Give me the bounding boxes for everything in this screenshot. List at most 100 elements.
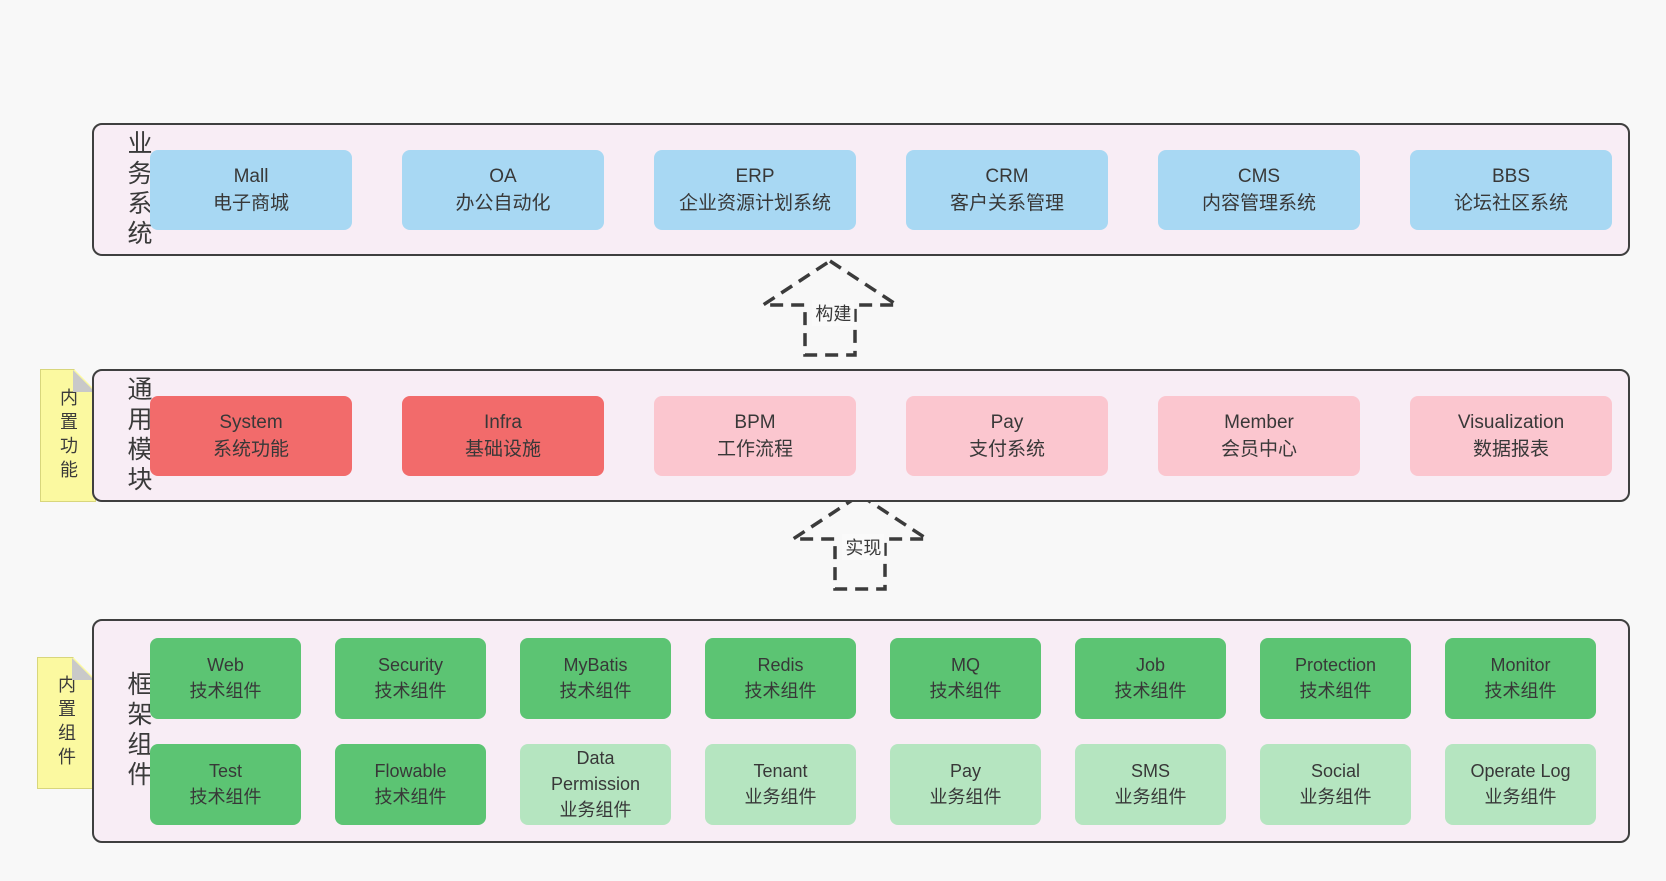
box-title: MQ — [951, 655, 980, 675]
build-arrow-label: 构建 — [812, 300, 855, 326]
box-tenant: Tenant 业务组件 — [705, 743, 856, 825]
box-title: Member — [1224, 411, 1294, 433]
box-title: Redis — [757, 655, 804, 675]
sticky-note-builtin-components: 内置组件 — [37, 657, 95, 789]
box-test: Test 技术组件 — [150, 743, 301, 825]
box-subtitle: 技术组件 — [559, 681, 632, 701]
box-title: Job — [1135, 655, 1166, 675]
box-bpm: BPM 工作流程 — [654, 395, 856, 476]
box-subtitle: 论坛社区系统 — [1453, 192, 1568, 214]
box-title: System — [219, 411, 283, 433]
box-data-permission: Data Permission 业务组件 — [520, 743, 671, 825]
box-subtitle: 会员中心 — [1220, 438, 1297, 460]
box-subtitle: 技术组件 — [1114, 681, 1187, 701]
box-title: Infra — [483, 411, 523, 433]
implement-arrow-label: 实现 — [842, 534, 885, 560]
box-subtitle: 业务组件 — [929, 787, 1002, 807]
tech-components-row: Web 技术组件 Security 技术组件 MyBatis 技术组件 Redi… — [150, 637, 1596, 719]
box-title: Mall — [233, 165, 269, 187]
box-oa: OA 办公自动化 — [402, 149, 604, 230]
sticky-note-label: 内置功能 — [58, 387, 78, 484]
box-operate-log: Operate Log 业务组件 — [1445, 743, 1596, 825]
biz-components-row: Test 技术组件 Flowable 技术组件 Data Permission … — [150, 743, 1596, 825]
box-job: Job 技术组件 — [1075, 637, 1226, 719]
layer-label: 框架组件 — [124, 671, 152, 791]
box-visualization: Visualization 数据报表 — [1410, 395, 1612, 476]
box-protection: Protection 技术组件 — [1260, 637, 1411, 719]
box-cms: CMS 内容管理系统 — [1158, 149, 1360, 230]
box-subtitle: 技术组件 — [189, 787, 262, 807]
box-sms: SMS 业务组件 — [1075, 743, 1226, 825]
box-bbs: BBS 论坛社区系统 — [1410, 149, 1612, 230]
box-title: Security — [377, 655, 444, 675]
box-subtitle: 技术组件 — [374, 787, 447, 807]
box-title: MyBatis — [563, 655, 628, 675]
box-flowable: Flowable 技术组件 — [335, 743, 486, 825]
box-subtitle: 电子商城 — [212, 192, 289, 214]
box-title: BPM — [734, 411, 776, 433]
box-title: BBS — [1491, 165, 1531, 187]
box-monitor: Monitor 技术组件 — [1445, 637, 1596, 719]
box-subtitle: 基础设施 — [464, 438, 541, 460]
box-title: ERP — [735, 165, 775, 187]
framework-components-rows: Web 技术组件 Security 技术组件 MyBatis 技术组件 Redi… — [150, 637, 1596, 825]
box-subtitle: 内容管理系统 — [1201, 192, 1316, 214]
box-erp: ERP 企业资源计划系统 — [654, 149, 856, 230]
box-subtitle: 办公自动化 — [455, 192, 551, 214]
box-subtitle: 系统功能 — [212, 438, 289, 460]
box-title: Monitor — [1490, 655, 1551, 675]
box-subtitle: 企业资源计划系统 — [678, 192, 831, 214]
box-title: Social — [1310, 761, 1361, 781]
fold-corner-icon — [72, 658, 94, 680]
box-mybatis: MyBatis 技术组件 — [520, 637, 671, 719]
box-subtitle: 工作流程 — [716, 438, 793, 460]
box-subtitle: 技术组件 — [1299, 681, 1372, 701]
box-pay-biz: Pay 业务组件 — [890, 743, 1041, 825]
box-title: Pay — [990, 411, 1024, 433]
box-title: CMS — [1237, 165, 1281, 187]
box-security: Security 技术组件 — [335, 637, 486, 719]
box-crm: CRM 客户关系管理 — [906, 149, 1108, 230]
box-subtitle: 技术组件 — [1484, 681, 1557, 701]
box-subtitle: 数据报表 — [1472, 438, 1549, 460]
box-redis: Redis 技术组件 — [705, 637, 856, 719]
box-title: OA — [489, 165, 517, 187]
box-title: Tenant — [753, 761, 808, 781]
implement-arrow-icon: 实现 — [790, 492, 930, 592]
box-title: Protection — [1294, 655, 1377, 675]
box-pay: Pay 支付系统 — [906, 395, 1108, 476]
box-mall: Mall 电子商城 — [150, 149, 352, 230]
box-social: Social 业务组件 — [1260, 743, 1411, 825]
box-title: Pay — [949, 761, 982, 781]
box-mq: MQ 技术组件 — [890, 637, 1041, 719]
box-infra: Infra 基础设施 — [402, 395, 604, 476]
box-title: Visualization — [1457, 411, 1565, 433]
box-subtitle: 技术组件 — [189, 681, 262, 701]
sticky-note-builtin-features: 内置功能 — [40, 369, 96, 502]
box-title: Data Permission — [550, 748, 641, 794]
layer-label: 业务系统 — [124, 129, 152, 250]
box-web: Web 技术组件 — [150, 637, 301, 719]
common-modules-row: System 系统功能 Infra 基础设施 BPM 工作流程 Pay 支付系统… — [150, 395, 1612, 476]
box-member: Member 会员中心 — [1158, 395, 1360, 476]
box-subtitle: 技术组件 — [929, 681, 1002, 701]
layer-business-systems: 业务系统 Mall 电子商城 OA 办公自动化 ERP 企业资源计划系统 CRM… — [92, 123, 1630, 256]
build-arrow-icon: 构建 — [760, 258, 900, 358]
business-systems-row: Mall 电子商城 OA 办公自动化 ERP 企业资源计划系统 CRM 客户关系… — [150, 149, 1612, 230]
box-system: System 系统功能 — [150, 395, 352, 476]
layer-label: 通用模块 — [124, 375, 152, 496]
box-subtitle: 客户关系管理 — [949, 192, 1064, 214]
box-subtitle: 业务组件 — [1299, 787, 1372, 807]
box-subtitle: 业务组件 — [744, 787, 817, 807]
box-title: Web — [207, 655, 244, 675]
sticky-note-label: 内置组件 — [56, 675, 76, 771]
layer-framework-components: 框架组件 Web 技术组件 Security 技术组件 MyBatis 技术组件… — [92, 619, 1630, 843]
box-title: SMS — [1130, 761, 1170, 781]
layer-common-modules: 通用模块 System 系统功能 Infra 基础设施 BPM 工作流程 Pay… — [92, 369, 1630, 502]
box-subtitle: 技术组件 — [374, 681, 447, 701]
box-title: Test — [208, 761, 242, 781]
box-subtitle: 业务组件 — [1484, 787, 1557, 807]
box-title: CRM — [985, 165, 1029, 187]
box-subtitle: 支付系统 — [968, 438, 1045, 460]
